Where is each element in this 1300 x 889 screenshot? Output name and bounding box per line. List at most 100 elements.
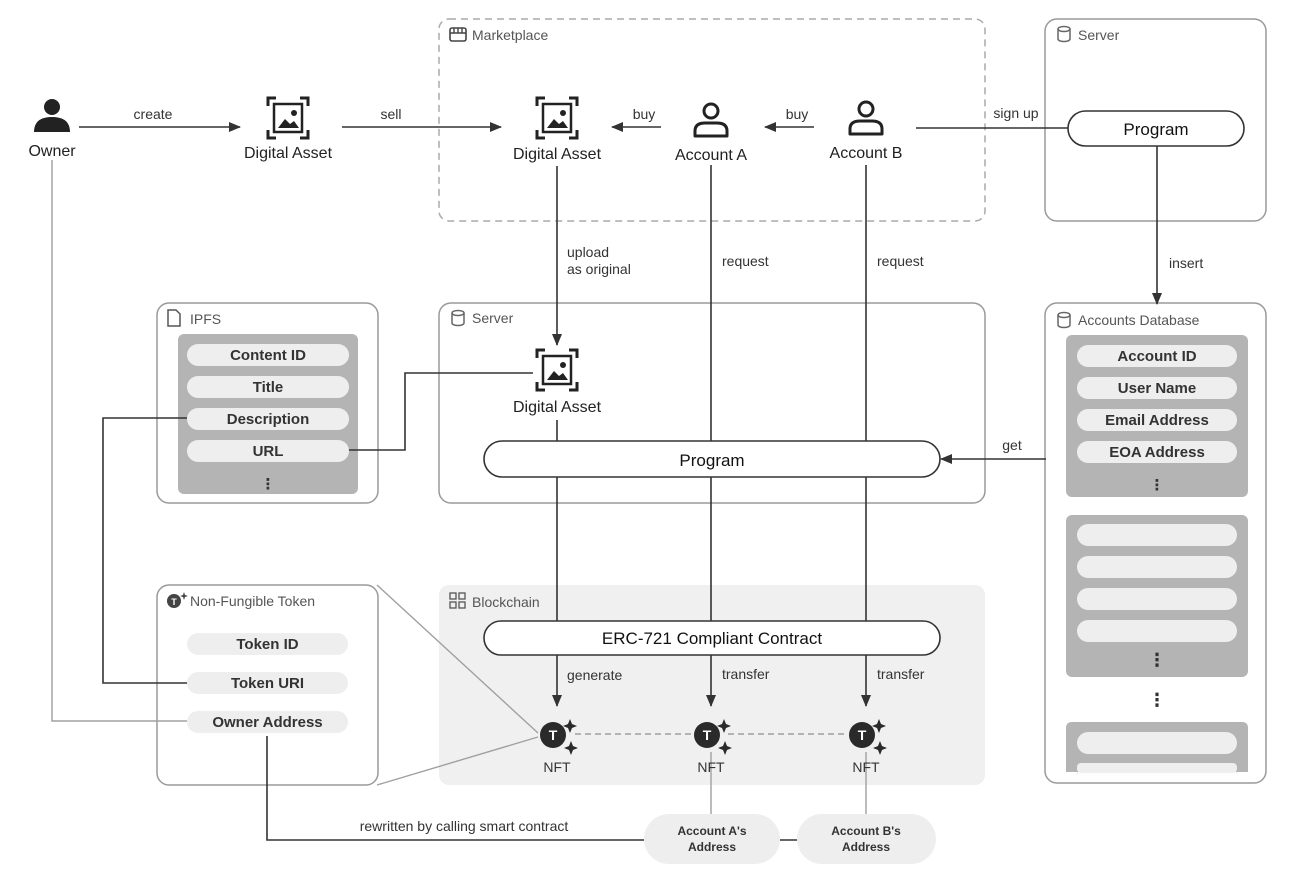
accounts-field-label: Email Address (1105, 412, 1209, 429)
nft-pill (187, 672, 348, 694)
edges (79, 122, 1162, 841)
document-icon (167, 309, 181, 327)
ipfs-field-label: ⋮ (261, 476, 276, 493)
ipfs-pill (187, 376, 349, 398)
image-asset-icon (266, 96, 310, 140)
ipfs-field-label: Description (227, 411, 310, 428)
accounts-field-label: Account ID (1117, 348, 1196, 365)
nft-2-label: NFT (697, 759, 725, 775)
contract-node: ERC-721 Compliant Contract (483, 620, 941, 656)
ipfs-container: IPFS (156, 302, 379, 504)
program-mid-label: Program (679, 451, 744, 470)
nft-2-node: NFT (694, 719, 732, 775)
nft-pill (187, 711, 348, 733)
edge-labels: create sell buy buy sign up insert uploa… (134, 105, 1204, 834)
ipfs-field-label: Content ID (230, 347, 306, 364)
blockchain-container: Blockchain (439, 585, 985, 785)
nft-1-label: NFT (543, 759, 571, 775)
digital-asset-3-label: Digital Asset (513, 399, 602, 416)
edge-label-upload-1: upload (567, 244, 609, 260)
accounts-record-3 (1066, 722, 1248, 775)
nft-box-title: Non-Fungible Token (190, 593, 315, 609)
edge-label-buy-1: buy (633, 106, 656, 122)
database-icon (1057, 311, 1071, 329)
edge-owner-address (51, 160, 187, 722)
edge-asset-url (348, 372, 533, 451)
digital-asset-2-node: Digital Asset (513, 96, 602, 163)
account-a-node: Account A (675, 102, 747, 164)
edge-label-request-a: request (722, 253, 769, 269)
accounts-db-title: Accounts Database (1078, 312, 1200, 328)
digital-asset-3-node: Digital Asset (513, 348, 602, 416)
accounts-record-2: ⋮ (1066, 515, 1248, 677)
accounts-more: ⋮ (1148, 690, 1166, 710)
ipfs-title: IPFS (190, 311, 221, 327)
edge-zoom-bottom (376, 736, 539, 786)
blockchain-title: Blockchain (472, 594, 540, 610)
ipfs-pill (187, 440, 349, 462)
server-mid-container: Server (438, 302, 986, 504)
owner-label: Owner (28, 143, 76, 160)
record-2-more: ⋮ (1148, 650, 1166, 670)
accounts-db-container: Accounts Database ⋮ ⋮ (1044, 302, 1267, 784)
account-b-address-line1: Account B's (831, 824, 901, 838)
account-a-address-line1: Account A's (677, 824, 746, 838)
edge-label-sell: sell (380, 106, 401, 122)
owner-node: Owner (28, 99, 76, 160)
database-icon (1057, 25, 1071, 43)
account-a-address-node: Account A's Address (644, 814, 780, 864)
account-a-label: Account A (675, 147, 747, 164)
program-top-label: Program (1123, 120, 1188, 139)
nft-1-node: NFT (540, 719, 578, 775)
nft-field-label: Token ID (236, 636, 298, 653)
program-mid-node: Program (483, 440, 941, 478)
edge-label-request-b: request (877, 253, 924, 269)
ipfs-pill (187, 344, 349, 366)
marketplace-title: Marketplace (472, 27, 548, 43)
database-icon (451, 309, 465, 327)
server-mid-title: Server (472, 310, 514, 326)
token-icon: T (167, 592, 188, 608)
edge-label-sign-up: sign up (993, 105, 1038, 121)
marketplace-container: Marketplace (438, 18, 986, 222)
nft-pill (187, 633, 348, 655)
accounts-pill (1077, 409, 1237, 431)
person-icon (34, 99, 70, 132)
account-b-address-node: Account B's Address (797, 814, 936, 864)
account-b-label: Account B (830, 145, 903, 162)
edge-label-buy-2: buy (786, 106, 809, 122)
ipfs-field-label: URL (253, 443, 284, 460)
contract-label: ERC-721 Compliant Contract (602, 629, 822, 648)
edge-zoom-top (376, 584, 539, 734)
account-a-address-line2: Address (688, 840, 736, 854)
edge-label-get: get (1002, 437, 1022, 453)
edge-owner-address-rewrite (266, 736, 644, 841)
edge-label-transfer-1: transfer (722, 666, 770, 682)
digital-asset-1-label: Digital Asset (244, 145, 333, 162)
nft-3-node: NFT (849, 719, 887, 775)
storefront-icon (449, 27, 467, 42)
ipfs-pill (187, 408, 349, 430)
edge-label-create: create (134, 106, 173, 122)
accounts-field-label: User Name (1118, 380, 1196, 397)
edge-label-upload-2: as original (567, 261, 631, 277)
account-b-node: Account B (830, 100, 903, 162)
image-asset-icon (535, 348, 579, 392)
network-icon (449, 592, 466, 609)
program-top-node: Program (1067, 110, 1245, 147)
accounts-pill (1077, 377, 1237, 399)
edge-label-generate: generate (567, 667, 622, 683)
nft-field-label: Owner Address (212, 714, 322, 731)
accounts-pill (1077, 345, 1237, 367)
server-top-title: Server (1078, 27, 1120, 43)
person-outline-icon (848, 100, 884, 136)
thin-edges (51, 160, 867, 814)
edge-label-rewritten: rewritten by calling smart contract (360, 818, 569, 834)
person-outline-icon (693, 102, 729, 138)
ipfs-field-label: Title (253, 379, 284, 396)
accounts-field-label: EOA Address (1109, 444, 1205, 461)
accounts-field-label: ⋮ (1150, 477, 1165, 494)
